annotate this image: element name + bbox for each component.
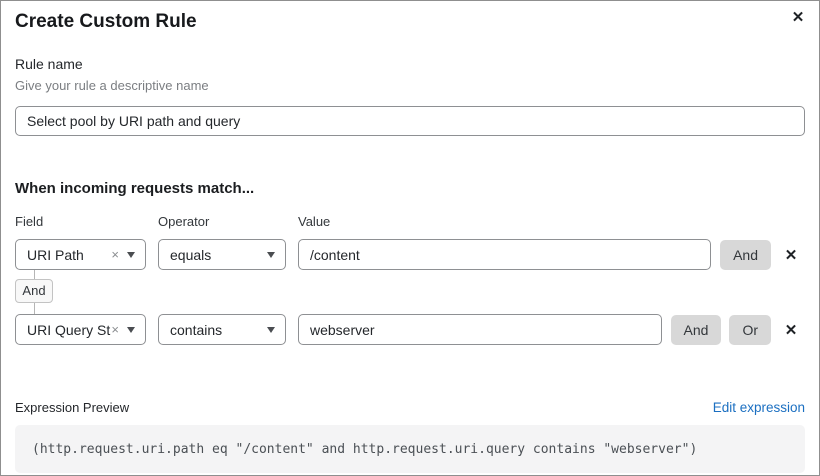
chevron-down-icon xyxy=(267,251,275,258)
field-select-2[interactable]: URI Query St... × xyxy=(15,314,146,345)
field-select-2-value: URI Query St... xyxy=(27,321,111,338)
remove-condition-icon-2[interactable]: ✕ xyxy=(777,315,805,345)
condition-row-2: URI Query St... × contains And Or ✕ xyxy=(15,314,805,345)
expression-preview-label: Expression Preview xyxy=(15,400,130,415)
chevron-down-icon xyxy=(267,326,275,333)
value-input-2[interactable] xyxy=(298,314,662,345)
remove-condition-icon-1[interactable]: ✕ xyxy=(777,240,805,270)
condition-column-headers: Field Operator Value xyxy=(15,214,805,230)
add-and-condition-button-2[interactable]: And xyxy=(670,314,722,345)
operator-column-label: Operator xyxy=(158,214,210,229)
chevron-down-icon xyxy=(127,326,135,333)
operator-select-2[interactable]: contains xyxy=(158,314,286,345)
close-icon[interactable]: ✕ xyxy=(787,7,809,29)
clear-selection-icon[interactable]: × xyxy=(111,247,119,262)
field-select-1[interactable]: URI Path × xyxy=(15,239,146,270)
expression-code-preview: (http.request.uri.path eq "/content" and… xyxy=(15,425,805,473)
expression-preview-header: Expression Preview Edit expression xyxy=(15,399,805,416)
rule-name-label: Rule name xyxy=(15,56,83,72)
value-input-1[interactable] xyxy=(298,239,712,270)
field-select-1-value: URI Path xyxy=(27,246,84,263)
value-column-label: Value xyxy=(298,214,331,229)
dialog-title: Create Custom Rule xyxy=(15,11,197,32)
clear-selection-icon[interactable]: × xyxy=(111,322,119,337)
field-column-label: Field xyxy=(15,214,44,229)
add-or-condition-button-2[interactable]: Or xyxy=(729,314,771,345)
operator-select-1-value: equals xyxy=(170,246,212,263)
rule-name-hint: Give your rule a descriptive name xyxy=(15,78,209,93)
connector-and-chip: And xyxy=(15,279,53,303)
match-heading: When incoming requests match... xyxy=(15,180,255,197)
add-and-condition-button-1[interactable]: And xyxy=(720,239,771,270)
rule-name-input[interactable] xyxy=(15,106,805,136)
chevron-down-icon xyxy=(127,251,135,258)
condition-row-1: URI Path × equals And ✕ xyxy=(15,239,805,270)
operator-select-2-value: contains xyxy=(170,321,223,338)
operator-select-1[interactable]: equals xyxy=(158,239,286,270)
condition-connector: And xyxy=(15,270,805,314)
edit-expression-link[interactable]: Edit expression xyxy=(712,400,805,415)
